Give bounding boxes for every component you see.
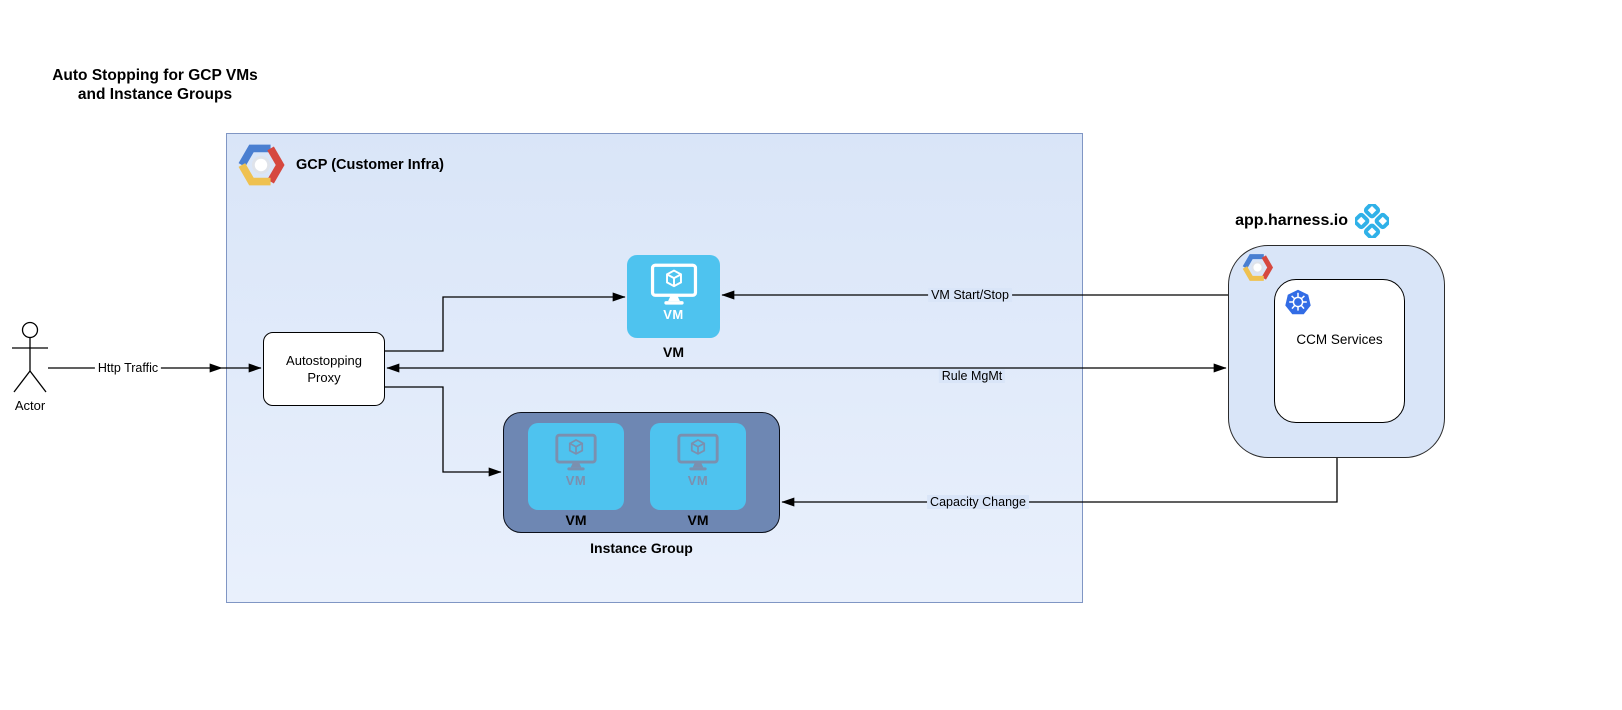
actor-icon: [12, 321, 48, 393]
kubernetes-icon: [1285, 289, 1311, 315]
instance-group-vm1-label: VM: [565, 512, 587, 528]
edge-label-rule-mgmt: Rule MgMt: [938, 369, 1006, 383]
edge-label-vm-start-stop: VM Start/Stop: [928, 288, 1012, 302]
harness-domain-label: app.harness.io: [1235, 212, 1348, 229]
vm-node: VM: [627, 255, 720, 338]
vm-tile-text: VM: [663, 307, 684, 322]
vm-monitor-icon: [648, 262, 700, 306]
instance-group-label: Instance Group: [590, 540, 693, 556]
vm-node-label: VM: [663, 344, 684, 360]
diagram-title: Auto Stopping for GCP VMs and Instance G…: [35, 66, 275, 104]
vm-monitor-icon: [675, 432, 721, 472]
instance-group-vm1-node: VM: [528, 423, 624, 510]
vm-tile-text: VM: [565, 473, 587, 488]
diagram-title-line2: and Instance Groups: [77, 86, 233, 103]
ccm-services-node: CCM Services: [1274, 279, 1405, 423]
proxy-label-line1: Autostopping: [286, 353, 362, 368]
ccm-services-label: CCM Services: [1296, 332, 1383, 347]
diagram-title-line1: Auto Stopping for GCP VMs: [52, 67, 258, 84]
instance-group-container: VM VM VM VM: [503, 412, 780, 533]
harness-logo-icon: [1355, 204, 1389, 238]
actor-label: Actor: [14, 398, 46, 413]
proxy-label-line2: Proxy: [307, 370, 341, 385]
gcp-container-label: GCP (Customer Infra): [296, 157, 444, 173]
instance-group-vm2-node: VM: [650, 423, 746, 510]
gcp-logo-icon: [238, 144, 285, 186]
autostopping-proxy-node: Autostopping Proxy: [263, 332, 385, 406]
vm-monitor-icon: [553, 432, 599, 472]
gcp-logo-icon: [1242, 254, 1274, 281]
edge-label-capacity-change: Capacity Change: [927, 495, 1029, 509]
vm-tile-text: VM: [687, 473, 709, 488]
harness-container: CCM Services: [1228, 245, 1445, 458]
instance-group-vm2-label: VM: [687, 512, 709, 528]
edge-label-http-traffic: Http Traffic: [94, 361, 162, 375]
